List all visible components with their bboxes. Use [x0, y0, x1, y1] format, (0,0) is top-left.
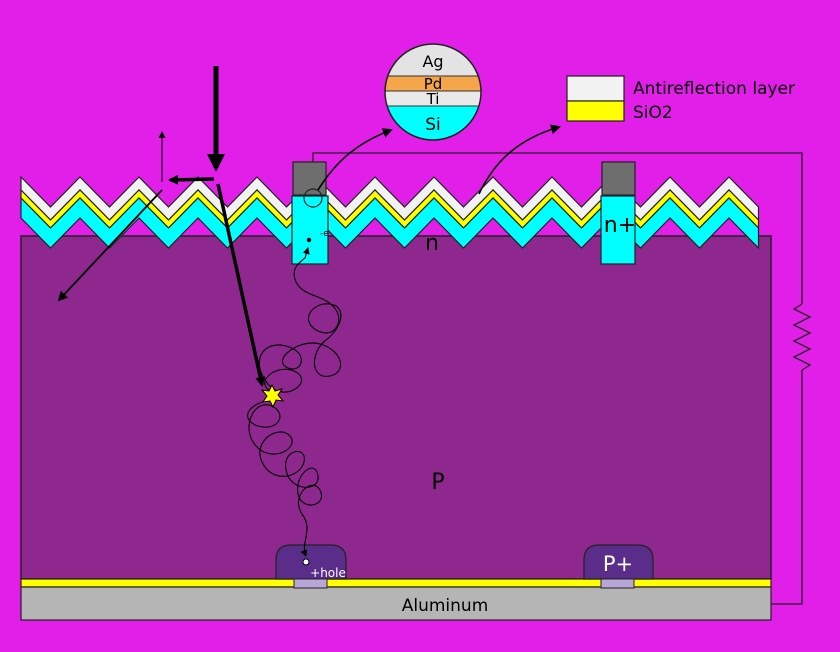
n-plus-label: n+: [604, 213, 636, 238]
p-silicon-bulk: [20, 235, 772, 580]
contact-highlight-ring: [303, 188, 323, 208]
resistor-icon: [792, 303, 812, 371]
p-label: P: [431, 470, 444, 495]
hole-diffusion-path: [247, 399, 323, 557]
p-plus-region-right: [583, 544, 654, 580]
layer-label-si: Si: [425, 115, 441, 135]
legend-antireflection-label: Antireflection layer: [633, 79, 795, 99]
legend-antireflection-swatch: [566, 75, 625, 102]
p-plus-label: P+: [603, 552, 633, 576]
internal-reflection-arrow: [57, 189, 163, 302]
n-plus-region-left: [291, 195, 329, 265]
hole-label: +hole: [310, 566, 346, 580]
aluminum-back-contact: [20, 586, 772, 621]
refracted-light-arrow: [216, 183, 266, 387]
layer-label-pd: Pd: [424, 75, 443, 93]
external-circuit-wire: [312, 152, 803, 304]
aluminum-label: Aluminum: [402, 596, 489, 616]
photon-absorption-burst: [260, 383, 285, 409]
reflected-light-arrow: [168, 174, 215, 185]
contact-callout-arrow: [317, 128, 393, 191]
p-plus-contact-right: [600, 578, 635, 589]
n-plus-region-right: [600, 195, 636, 265]
n-label: n: [425, 231, 439, 256]
layer-label-ag: Ag: [422, 52, 443, 71]
front-contact-right: [601, 161, 636, 196]
hole-dot: [302, 558, 310, 566]
n-layer: [20, 196, 760, 250]
layer-pd-band: [385, 76, 481, 91]
layer-label-ti: Ti: [426, 90, 440, 108]
legend-sio2-label: SiO2: [633, 103, 673, 123]
electron-label: -e: [320, 229, 329, 239]
contact-stack-outline: [384, 43, 482, 141]
return-wire: [771, 370, 803, 605]
p-plus-contact-left: [293, 578, 328, 589]
layer-ti-band: [385, 91, 481, 106]
layer-callout-arrow: [478, 124, 561, 195]
electron-dot: [306, 237, 312, 243]
legend-sio2-swatch: [566, 100, 625, 122]
p-plus-region-left: [275, 544, 347, 580]
back-yellow-layer: [20, 578, 772, 588]
